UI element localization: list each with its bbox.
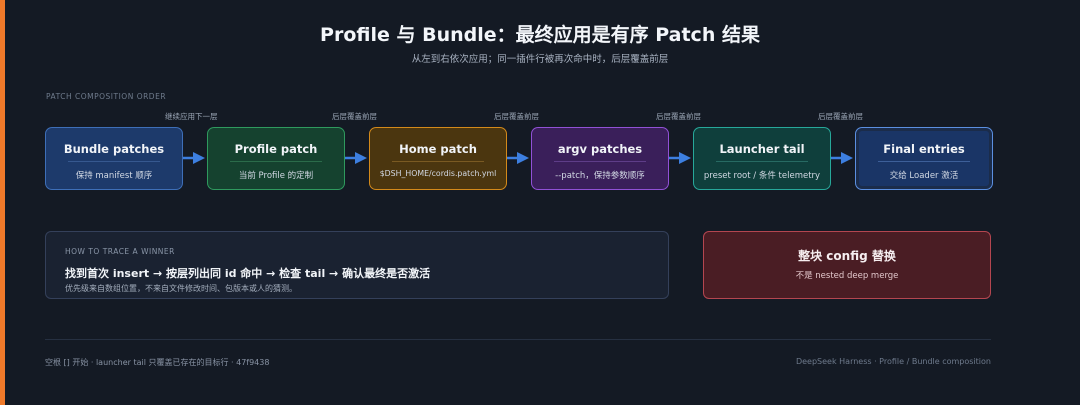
footer-divider bbox=[45, 339, 991, 340]
node-divider bbox=[878, 161, 970, 162]
node-subtitle: preset root / 条件 telemetry bbox=[703, 171, 821, 181]
node-title: Final entries bbox=[883, 142, 965, 156]
arrow-5 bbox=[831, 152, 853, 164]
node-title: Home patch bbox=[399, 142, 477, 156]
node-title: argv patches bbox=[557, 142, 643, 156]
footer-left: 空根 [] 开始 · launcher tail 只覆盖已存在的目标行 · 47… bbox=[45, 358, 270, 367]
config-subtitle: 不是 nested deep merge bbox=[795, 271, 899, 281]
edge-label-3: 后层覆盖前层 bbox=[494, 112, 539, 121]
node-subtitle: 交给 Loader 激活 bbox=[889, 171, 959, 181]
node-subtitle: 当前 Profile 的定制 bbox=[238, 171, 314, 181]
node-divider bbox=[716, 161, 808, 162]
page-subtitle: 从左到右依次应用；同一插件行被再次命中时，后层覆盖前层 bbox=[411, 54, 669, 65]
config-title: 整块 config 替换 bbox=[798, 249, 896, 263]
arrow-3 bbox=[507, 152, 529, 164]
trace-winner-panel: HOW TO TRACE A WINNER 找到首次 insert → 按层列出… bbox=[45, 231, 669, 299]
edge-label-5: 后层覆盖前层 bbox=[818, 112, 863, 121]
node-title: Profile patch bbox=[234, 142, 318, 156]
accent-bar bbox=[0, 0, 5, 405]
node-divider bbox=[392, 161, 484, 162]
trace-label: HOW TO TRACE A WINNER bbox=[65, 247, 175, 256]
edge-label-2: 后层覆盖前层 bbox=[332, 112, 377, 121]
page-title: Profile 与 Bundle：最终应用是有序 Patch 结果 bbox=[320, 24, 760, 46]
node-divider bbox=[230, 161, 322, 162]
edge-label-4: 后层覆盖前层 bbox=[656, 112, 701, 121]
section-label: PATCH COMPOSITION ORDER bbox=[46, 92, 167, 101]
node-title: Bundle patches bbox=[63, 142, 165, 156]
trace-note: 优先级来自数组位置，不来自文件修改时间、包版本或人的猜测。 bbox=[65, 284, 297, 293]
edge-label-1: 继续应用下一层 bbox=[165, 112, 218, 121]
arrow-4 bbox=[669, 152, 691, 164]
arrow-1 bbox=[183, 152, 205, 164]
node-argv-patches: argv patches --patch，保持参数顺序 bbox=[531, 127, 669, 190]
trace-steps: 找到首次 insert → 按层列出同 id 命中 → 检查 tail → 确认… bbox=[65, 267, 431, 280]
node-divider bbox=[554, 161, 646, 162]
node-subtitle: 保持 manifest 顺序 bbox=[75, 171, 153, 181]
node-divider bbox=[68, 161, 160, 162]
arrow-2 bbox=[345, 152, 367, 164]
node-subtitle: --patch，保持参数顺序 bbox=[555, 171, 645, 181]
footer-right: DeepSeek Harness · Profile / Bundle comp… bbox=[795, 357, 991, 366]
node-final-entries: Final entries 交给 Loader 激活 bbox=[855, 127, 993, 190]
node-bundle-patches: Bundle patches 保持 manifest 顺序 bbox=[45, 127, 183, 190]
node-home-patch: Home patch $DSH_HOME/cordis.patch.yml bbox=[369, 127, 507, 190]
node-launcher-tail: Launcher tail preset root / 条件 telemetry bbox=[693, 127, 831, 190]
node-profile-patch: Profile patch 当前 Profile 的定制 bbox=[207, 127, 345, 190]
node-subtitle: $DSH_HOME/cordis.patch.yml bbox=[379, 169, 497, 178]
config-replace-panel: 整块 config 替换 不是 nested deep merge bbox=[703, 231, 991, 299]
node-title: Launcher tail bbox=[719, 142, 805, 156]
